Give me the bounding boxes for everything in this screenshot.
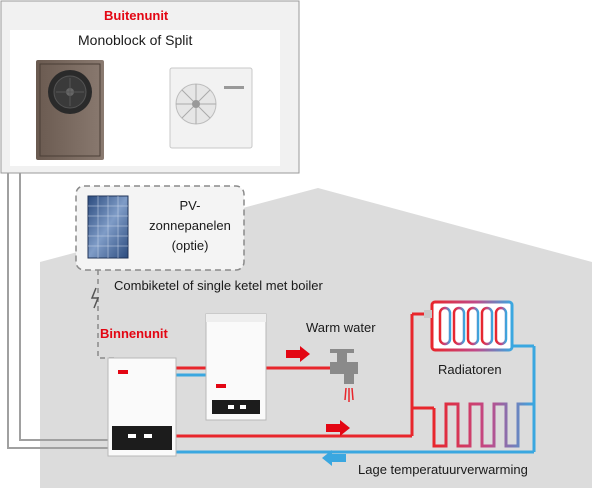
return-arrow-icon	[322, 450, 346, 466]
pv-panel-image	[87, 195, 129, 259]
monoblock-unit-image	[36, 60, 104, 160]
warm-water-arrow-icon	[286, 346, 310, 362]
radiator-image	[424, 300, 514, 352]
boiler-label: Combiketel of single ketel met boiler	[114, 278, 323, 293]
outdoor-connection-pipes	[7, 173, 108, 449]
boiler-image	[205, 313, 267, 421]
warm-water-label: Warm water	[306, 320, 376, 335]
outdoor-unit-subtitle: Monoblock of Split	[78, 32, 193, 48]
outdoor-unit-title: Buitenunit	[104, 8, 169, 23]
lightning-icon	[90, 287, 100, 309]
hydraulic-lines	[176, 312, 536, 454]
split-unit-image	[169, 67, 253, 149]
supply-arrow-icon	[326, 420, 350, 436]
indoor-unit-label: Binnenunit	[100, 326, 168, 341]
floor-heating-coil	[432, 402, 534, 448]
pv-label-line2: zonnepanelen	[149, 218, 231, 233]
water-tap-icon	[330, 349, 358, 402]
pv-label-line3: (optie)	[171, 238, 209, 253]
pv-label: PV- zonnepanelen (optie)	[140, 196, 240, 256]
pv-label-line1: PV-	[179, 198, 201, 213]
radiators-label: Radiatoren	[438, 362, 502, 377]
indoor-unit-image	[107, 357, 177, 457]
floor-heating-label: Lage temperatuurverwarming	[358, 462, 528, 477]
